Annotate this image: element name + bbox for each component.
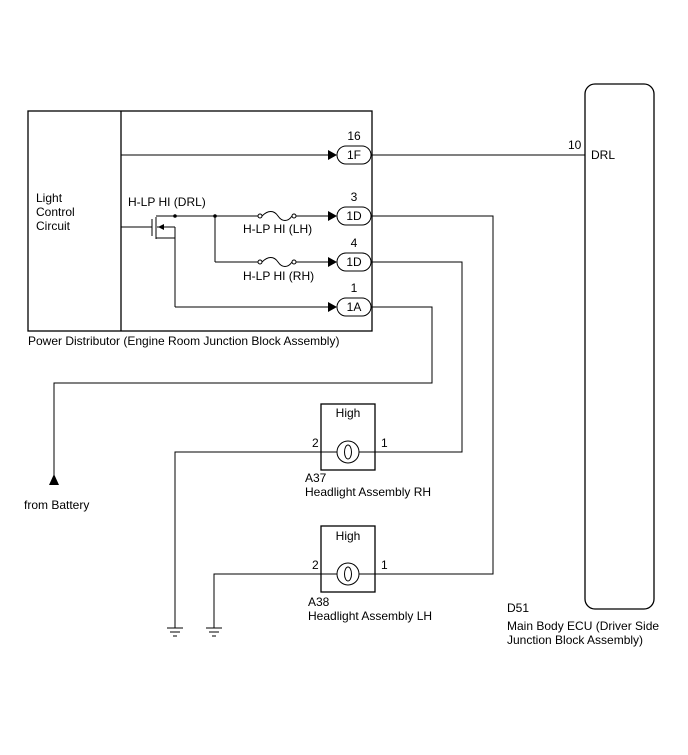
headlight-lh-filament <box>344 566 352 582</box>
ecu-name-line2: Junction Block Assembly) <box>507 633 643 647</box>
power-distributor-box <box>27 110 373 332</box>
light-control-label-3: Circuit <box>36 219 71 233</box>
connector-1d-3-pin: 3 <box>351 190 358 204</box>
fuse-lh-label: H-LP HI (LH) <box>243 222 312 236</box>
headlight-lh-box <box>320 525 376 593</box>
power-distributor-caption: Power Distributor (Engine Room Junction … <box>28 334 339 348</box>
fuse-lh-right-terminal <box>291 213 297 219</box>
light-control-label-1: Light <box>36 191 63 205</box>
connector-1f-name: 1F <box>347 148 361 162</box>
fuse-rh-left-terminal <box>257 259 263 265</box>
ecu-terminal-label: DRL <box>591 148 615 162</box>
relay-label: H-LP HI (DRL) <box>128 195 206 209</box>
ground-icon-rh <box>167 627 183 637</box>
wire-rh-ground <box>174 451 321 628</box>
battery-arrow <box>49 474 59 485</box>
ecu-code: D51 <box>507 601 529 615</box>
ecu-name-line1: Main Body ECU (Driver Side <box>507 619 659 633</box>
arrow-1d-4 <box>328 257 337 267</box>
wire-1d3-to-lh <box>371 215 494 575</box>
ecu-box <box>584 83 655 610</box>
wire-lh-ground <box>213 573 321 628</box>
relay-arrow <box>158 224 164 230</box>
connector-1f-pin: 16 <box>347 129 361 143</box>
arrow-1a <box>328 302 337 312</box>
fuse-lh-element <box>261 211 293 221</box>
fuse-rh-element <box>261 257 293 267</box>
fuse-rh-label: H-LP HI (RH) <box>243 269 314 283</box>
arrow-1f <box>328 150 337 160</box>
headlight-lh-code: A38 <box>308 595 330 609</box>
connector-1d-4-name: 1D <box>346 255 362 269</box>
wire-1a-to-battery <box>53 306 433 485</box>
fuse-rh-right-terminal <box>291 259 297 265</box>
headlight-rh-pin-left: 2 <box>312 436 319 450</box>
headlight-lh-pin-left: 2 <box>312 558 319 572</box>
ecu-pin: 10 <box>568 138 582 152</box>
connector-1a-name: 1A <box>347 300 362 314</box>
ground-icon-lh <box>206 627 222 637</box>
headlight-rh-bulb-icon <box>336 440 360 464</box>
connector-1d-3-name: 1D <box>346 209 362 223</box>
connector-1d-4-pin: 4 <box>351 236 358 250</box>
headlight-lh-bulb-icon <box>336 562 360 586</box>
headlight-rh-name: Headlight Assembly RH <box>305 485 431 499</box>
arrow-1d-3 <box>328 211 337 221</box>
headlight-rh-box <box>320 403 376 471</box>
headlight-rh-pin-right: 1 <box>381 436 388 450</box>
headlight-lh-name: Headlight Assembly LH <box>308 609 432 623</box>
headlight-rh-mode: High <box>336 406 361 420</box>
headlight-rh-filament <box>344 444 352 460</box>
fuse-lh-left-terminal <box>257 213 263 219</box>
battery-label: from Battery <box>24 498 89 512</box>
wire-1d4-to-rh <box>371 261 463 453</box>
headlight-lh-pin-right: 1 <box>381 558 388 572</box>
headlight-lh-mode: High <box>336 529 361 543</box>
headlight-rh-code: A37 <box>305 471 327 485</box>
connector-1a-pin: 1 <box>351 281 358 295</box>
light-control-label-2: Control <box>36 205 75 219</box>
